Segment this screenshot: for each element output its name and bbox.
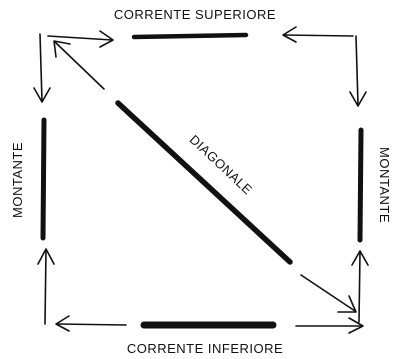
top-chord-label: CORRENTE SUPERIORE xyxy=(114,7,276,22)
diagonal-member xyxy=(115,100,293,265)
left-post-label: MONTANTE xyxy=(10,142,25,218)
top-chord-member xyxy=(131,32,249,40)
arrow-left-down-icon xyxy=(33,33,51,103)
right-post-member xyxy=(357,127,364,243)
arrow-bottom-right-icon xyxy=(295,317,364,334)
right-post-label: MONTANTE xyxy=(377,147,392,223)
arrow-right-up-icon xyxy=(351,250,369,323)
diagonal-label: DIAGONALE xyxy=(187,132,256,198)
arrow-diagonal-down-right-icon xyxy=(300,274,357,313)
arrow-left-up-icon xyxy=(37,248,55,325)
left-post-member xyxy=(40,117,47,241)
arrow-diagonal-up-left-icon xyxy=(53,40,105,90)
arrow-top-left-icon xyxy=(282,26,354,43)
arrow-top-right-icon xyxy=(47,30,114,48)
arrow-right-down-icon xyxy=(349,35,367,107)
arrow-bottom-left-icon xyxy=(55,315,127,332)
bottom-chord-label: CORRENTE INFERIORE xyxy=(127,341,283,356)
